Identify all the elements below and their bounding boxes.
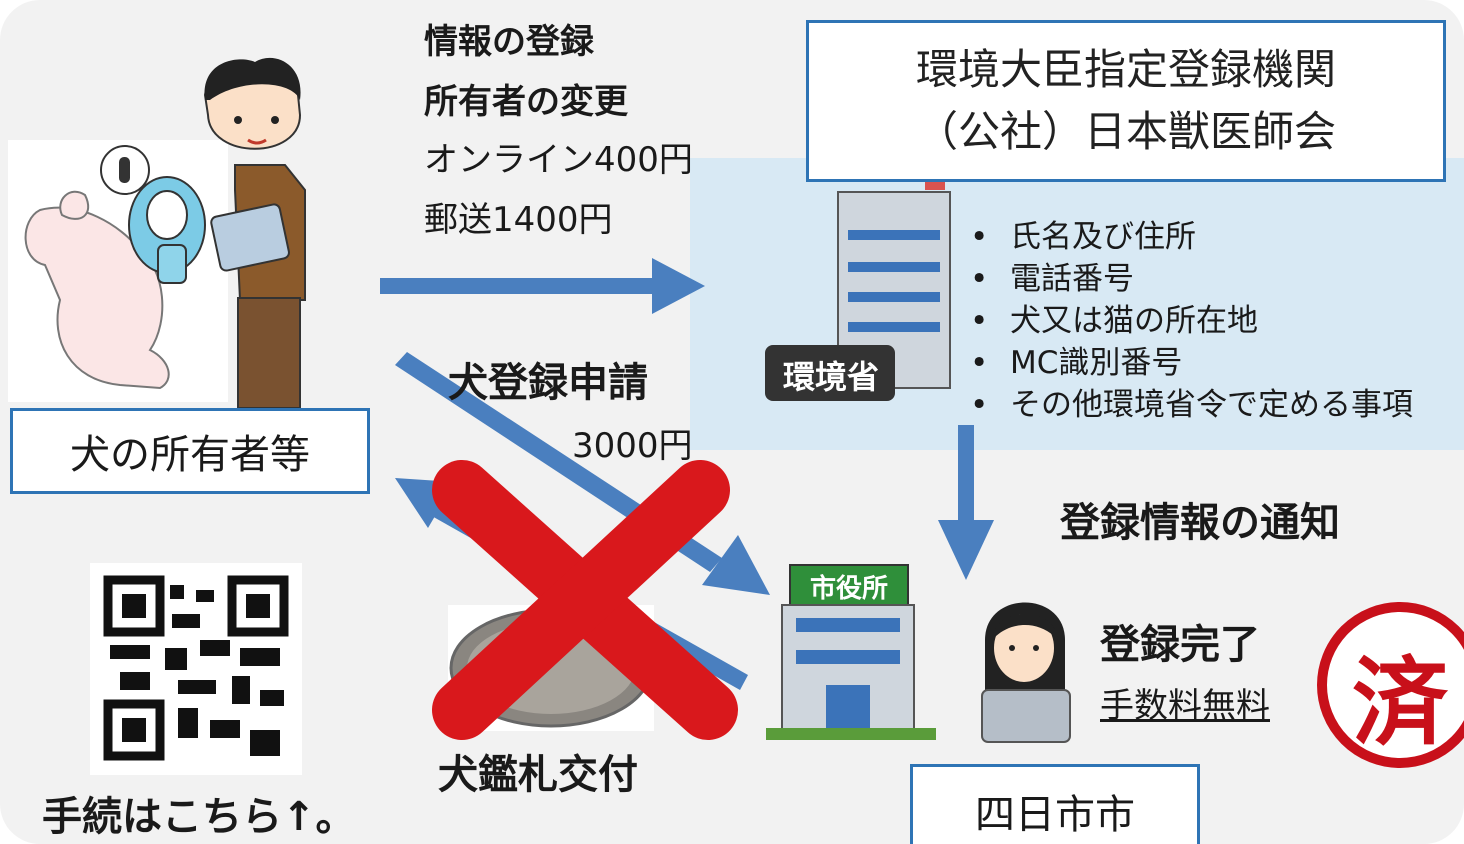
fee-free-label: 手数料無料 (1100, 686, 1270, 726)
stamp-char: 済 (1352, 647, 1448, 759)
list-item: 電話番号 (970, 258, 1413, 300)
arrow-down-notify (938, 425, 994, 580)
stamp-icon (1317, 602, 1464, 768)
ministry-building-icon (765, 178, 951, 401)
registration-info-label: 情報の登録 (424, 22, 594, 62)
dog-owner-box: 犬の所有者等 (10, 408, 370, 494)
registration-complete-label: 登録完了 (1100, 622, 1260, 668)
registered-items-list: 氏名及び住所 電話番号 犬又は猫の所在地 MC識別番号 その他環境省令で定める事… (970, 216, 1413, 426)
qr-code-icon (90, 563, 302, 775)
list-item: 氏名及び住所 (970, 216, 1413, 258)
city-box: 四日市市 (910, 764, 1200, 844)
microchip-scanner-icon (128, 176, 206, 284)
city-label: 四日市市 (975, 791, 1135, 838)
staff-woman-icon (981, 602, 1071, 743)
ministry-sign: 環境省 (782, 358, 879, 396)
city-hall-building-icon (766, 564, 936, 740)
dog-owner-label: 犬の所有者等 (70, 432, 310, 478)
arrow-to-org (380, 258, 705, 314)
online-fee-label: オンライン400円 (424, 140, 693, 180)
red-cross-mark (432, 460, 738, 740)
list-item: MC識別番号 (970, 342, 1413, 384)
owner-change-label: 所有者の変更 (424, 82, 628, 122)
dog-tag-issue-label: 犬鑑札交付 (438, 752, 638, 798)
org-name-line2: （公社）日本獣医師会 (915, 107, 1336, 156)
org-name-line1: 環境大臣指定登録機関 (915, 45, 1336, 94)
application-fee-label: 3000円 (572, 426, 693, 466)
procedure-link-label[interactable]: 手続はこちら↑。 (42, 794, 356, 840)
person-owner-icon (203, 57, 306, 409)
list-item: その他環境省令で定める事項 (970, 384, 1413, 426)
speech-bubble-icon (100, 145, 150, 195)
dog-registration-application-label: 犬登録申請 (448, 360, 648, 406)
registration-notification-label: 登録情報の通知 (1060, 500, 1340, 546)
city-hall-sign: 市役所 (809, 574, 888, 604)
list-item: 犬又は猫の所在地 (970, 300, 1413, 342)
registration-org-box: 環境大臣指定登録機関 （公社）日本獣医師会 (806, 20, 1446, 182)
mail-fee-label: 郵送1400円 (424, 200, 613, 240)
